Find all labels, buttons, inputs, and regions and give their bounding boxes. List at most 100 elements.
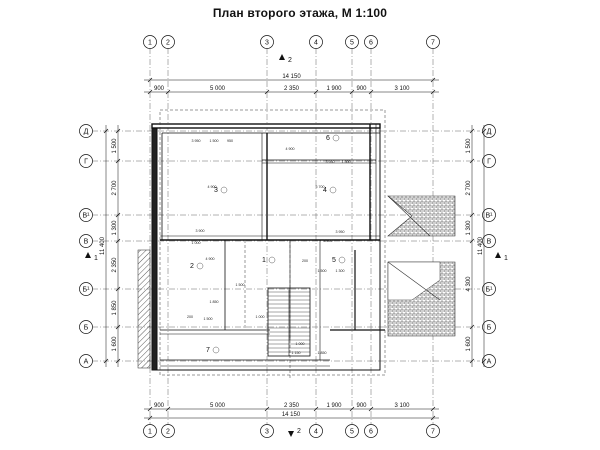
room-area-marker xyxy=(332,134,340,142)
dim-right-tick xyxy=(469,158,475,164)
dim-bottom-tick xyxy=(165,406,171,412)
dim-left-total-tick xyxy=(103,358,109,364)
staircase-treads xyxy=(268,291,310,353)
inner-dimension-text: 3 950 xyxy=(192,139,201,143)
axis-right-5-circle xyxy=(482,320,496,334)
inner-dimension-text: 1 850 xyxy=(318,351,327,355)
axis-top-7-circle xyxy=(426,35,440,49)
dim-bottom-tick xyxy=(147,406,153,412)
roof-slopes xyxy=(387,195,456,337)
dim-top-segment-label: 3 100 xyxy=(394,86,410,92)
room-number-2: 2 xyxy=(190,263,194,270)
inner-dimension-text: 200 xyxy=(187,315,193,319)
building-walls xyxy=(151,123,385,371)
dim-top-total-label: 14 150 xyxy=(282,74,301,80)
inner-dimension-text: 1 000 xyxy=(296,342,305,346)
dim-bottom-total-label: 14 150 xyxy=(282,412,301,418)
dim-right-label: 2 700 xyxy=(466,180,472,196)
inner-dimension-text: 5 700 xyxy=(316,185,325,189)
axis-left-2-label: В¹ xyxy=(83,213,91,220)
axis-left-3-label: В xyxy=(84,239,89,246)
inner-dimension-text: 200 xyxy=(302,259,308,263)
axis-left-6-circle xyxy=(79,354,93,368)
axis-left-0-label: Д xyxy=(84,129,89,136)
axis-bottom-5-circle xyxy=(345,424,359,438)
dim-bottom-tick xyxy=(430,406,436,412)
room-area-marker xyxy=(338,256,346,264)
axis-left-0-circle xyxy=(79,124,93,138)
axis-bottom-3-circle xyxy=(260,424,274,438)
dim-right-total-tick xyxy=(481,128,487,134)
axis-right-6-label: А xyxy=(487,359,492,366)
axis-bottom-6-circle xyxy=(364,424,378,438)
dim-bottom-segment-label: 900 xyxy=(356,403,367,409)
dim-top-segment-label: 900 xyxy=(356,86,367,92)
inner-dimension-text: 3 950 xyxy=(324,239,333,243)
axis-left-2-circle xyxy=(79,208,93,222)
room-number-3: 3 xyxy=(214,187,218,194)
room-area-marker xyxy=(212,346,220,354)
axis-top-6-label: 6 xyxy=(369,40,373,47)
dim-left-tick xyxy=(115,128,121,134)
section-mark-right-label: 1 xyxy=(504,255,508,262)
dim-top-segment-label: 1 900 xyxy=(326,86,342,92)
inner-dimension-text: 4 900 xyxy=(286,147,295,151)
dim-bottom-segment-label: 2 350 xyxy=(284,403,300,409)
dim-top-base-tick xyxy=(264,89,270,95)
dim-right-label: 1 500 xyxy=(466,138,472,154)
axis-top-1-circle xyxy=(143,35,157,49)
axis-right-3-circle xyxy=(482,234,496,248)
section-mark-left-label: 1 xyxy=(94,255,98,262)
dim-top-segment-label: 900 xyxy=(154,86,165,92)
axis-left-5-circle xyxy=(79,320,93,334)
dim-left-tick xyxy=(115,158,121,164)
axis-right-2-circle xyxy=(482,208,496,222)
axis-right-1-circle xyxy=(482,154,496,168)
axis-top-7-label: 7 xyxy=(431,40,435,47)
section-mark-bottom-arrow xyxy=(288,431,294,437)
dim-left-label: 1 300 xyxy=(112,220,118,236)
inner-dimension-text: 1 300 xyxy=(336,269,345,273)
dim-left-tick xyxy=(115,324,121,330)
axis-bottom-5-label: 5 xyxy=(350,429,354,436)
dim-bottom-tick xyxy=(368,406,374,412)
dim-top-base-tick xyxy=(430,89,436,95)
dim-bottom-segment-label: 5 000 xyxy=(210,403,226,409)
axis-right-0-label: Д xyxy=(487,129,492,136)
inner-dimension-text: 3 900 xyxy=(196,229,205,233)
dim-top-base-tick xyxy=(165,89,171,95)
dim-right-tick xyxy=(469,238,475,244)
axis-top-3-label: 3 xyxy=(265,40,269,47)
room-area-marker xyxy=(268,256,276,264)
dim-top-base-tick xyxy=(349,89,355,95)
axis-top-1-label: 1 xyxy=(148,40,152,47)
room-area-marker xyxy=(329,186,337,194)
dim-left-label: 1 600 xyxy=(112,336,118,352)
inner-dimension-text: 1 500 xyxy=(318,269,327,273)
dim-left-tick xyxy=(115,358,121,364)
axis-bottom-4-label: 4 xyxy=(314,429,318,436)
inner-dimension-text: 1 000 xyxy=(256,315,265,319)
dim-top-total-tick xyxy=(430,77,436,83)
axis-bottom-7-label: 7 xyxy=(431,429,435,436)
hidden-lines xyxy=(159,109,386,380)
dim-right-total-label: 11 400 xyxy=(478,236,484,255)
dim-left-tick xyxy=(115,212,121,218)
axis-grid-lines xyxy=(92,48,480,425)
dim-left-tick xyxy=(115,238,121,244)
dim-left-total-tick xyxy=(103,128,109,134)
axis-right-0-circle xyxy=(482,124,496,138)
axis-right-5-label: Б xyxy=(487,325,492,332)
axis-left-1-circle xyxy=(79,154,93,168)
inner-dimension-text: 1 850 xyxy=(210,300,219,304)
axis-left-3-circle xyxy=(79,234,93,248)
dim-left-total-label: 11 400 xyxy=(100,236,106,255)
dim-right-total-tick xyxy=(481,358,487,364)
dim-top-segment-label: 5 000 xyxy=(210,86,226,92)
dim-bottom-segment-label: 3 100 xyxy=(394,403,410,409)
dim-top-base-tick xyxy=(313,89,319,95)
axis-right-6-circle xyxy=(482,354,496,368)
